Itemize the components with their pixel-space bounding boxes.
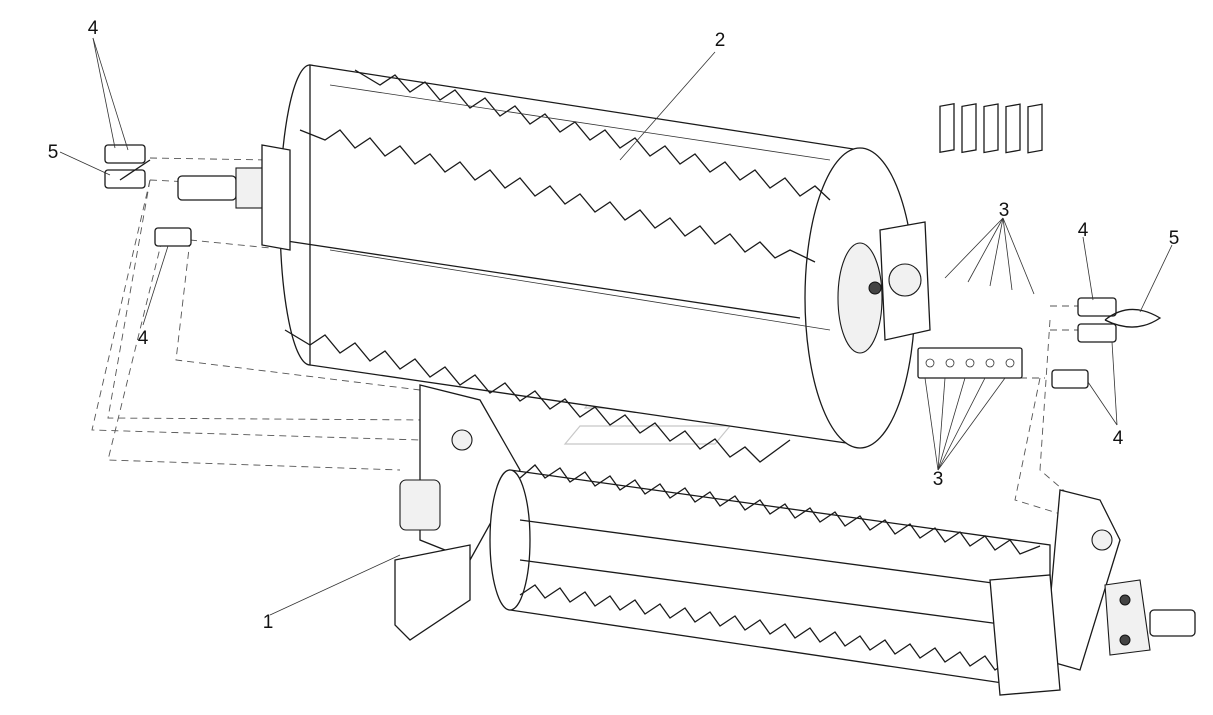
leader-lines — [59, 37, 1173, 616]
bolts-and-pins — [104, 144, 1162, 389]
callout-2: 2 — [715, 30, 726, 51]
callout-5-left: 5 — [48, 142, 59, 163]
callout-4-mid-left: 4 — [138, 328, 149, 349]
callout-labels: 1 2 3 3 4 4 4 4 5 5 — [48, 18, 1180, 633]
lower-roller-frame — [394, 384, 1196, 696]
upper-drum — [177, 64, 931, 463]
callout-5-right: 5 — [1169, 228, 1180, 249]
callout-4-top-left: 4 — [88, 18, 99, 39]
callout-1: 1 — [263, 612, 274, 633]
callout-3-top: 3 — [999, 200, 1010, 221]
callout-4-top-right: 4 — [1078, 220, 1089, 241]
callout-4-bottom-right: 4 — [1113, 428, 1124, 449]
callout-3-bottom: 3 — [933, 469, 944, 490]
shims — [917, 103, 1043, 379]
